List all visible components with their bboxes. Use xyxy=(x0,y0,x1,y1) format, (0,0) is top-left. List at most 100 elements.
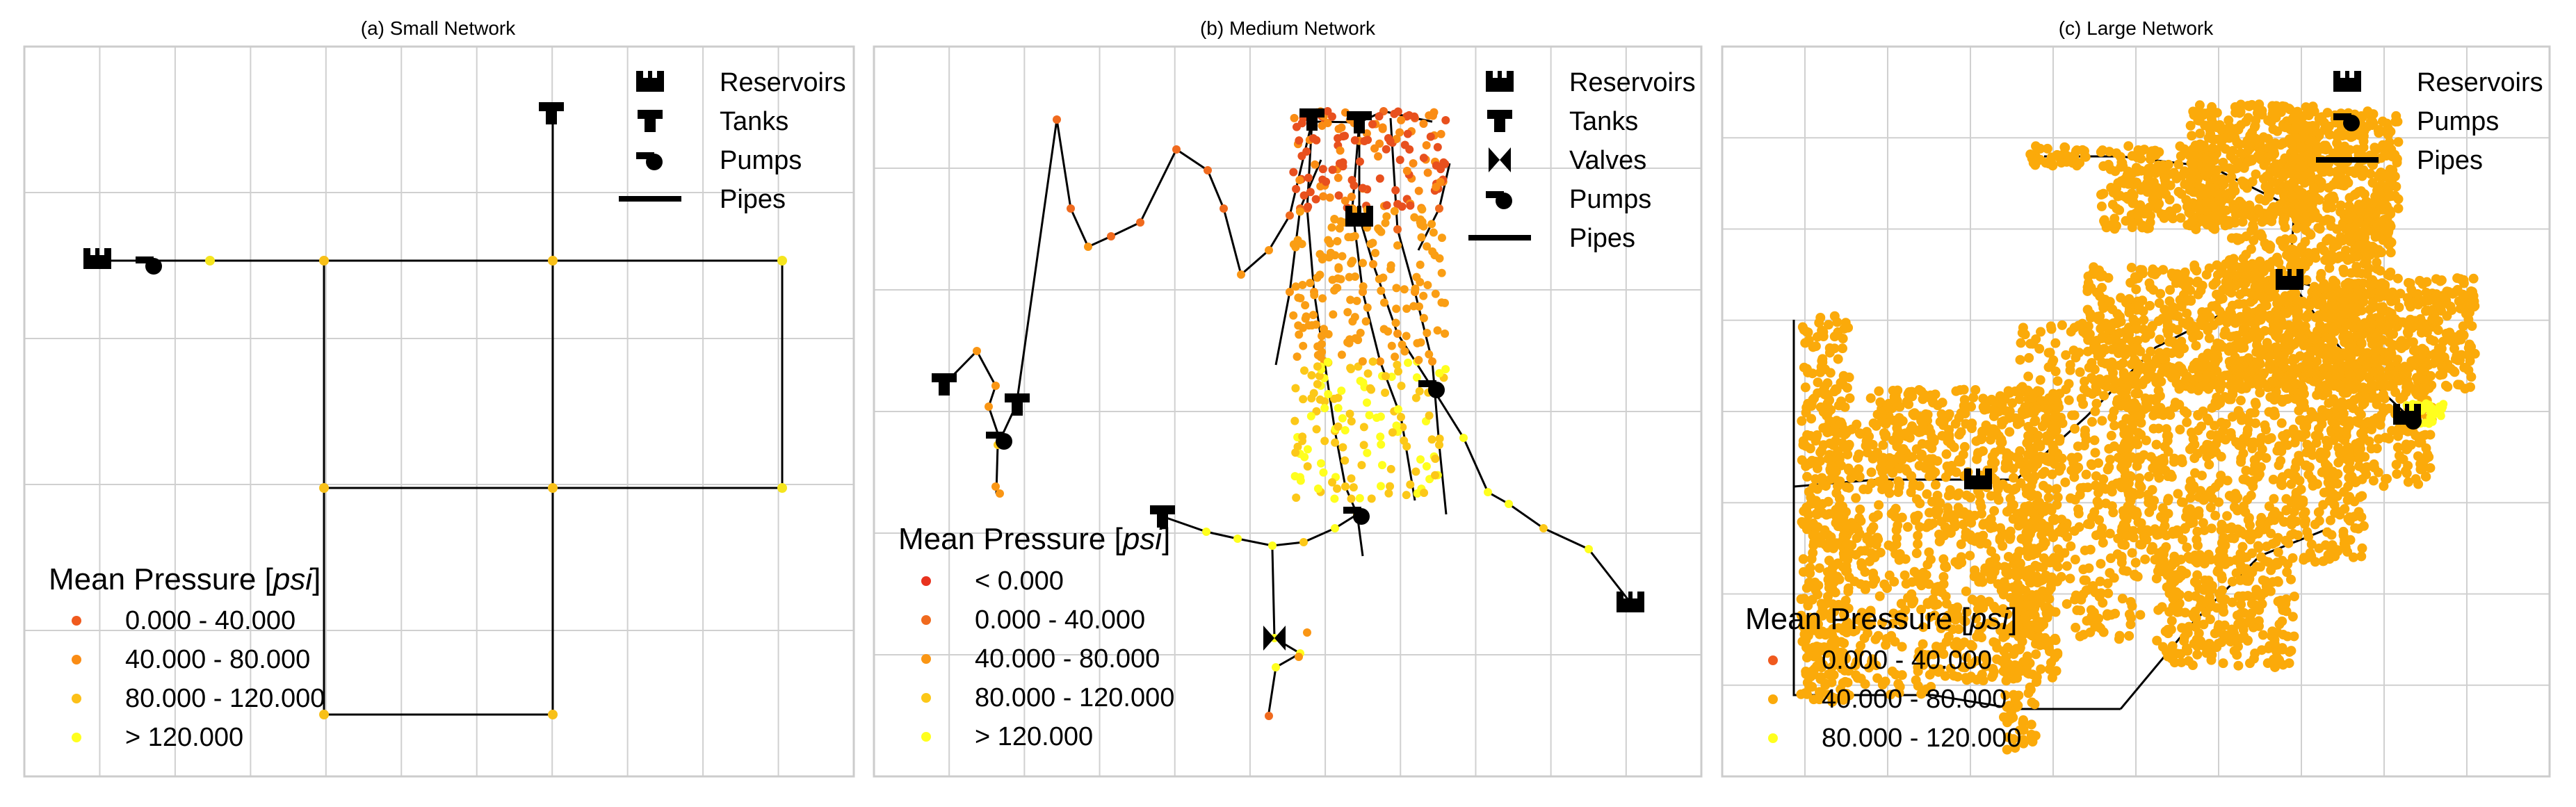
junction-node xyxy=(1943,503,1953,513)
junction-node xyxy=(1813,377,1823,388)
junction-node xyxy=(1400,347,1409,356)
junction-node xyxy=(2194,510,2204,520)
junction-node xyxy=(1412,373,1421,382)
junction-node xyxy=(1811,341,1821,352)
junction-node xyxy=(1834,454,1845,464)
junction-node xyxy=(2181,512,2192,522)
junction-node xyxy=(2128,314,2139,325)
junction-node xyxy=(1930,480,1941,490)
junction-node xyxy=(1900,554,1911,564)
junction-node xyxy=(1850,660,1861,671)
junction-node xyxy=(2229,260,2239,270)
junction-node xyxy=(1839,442,1849,453)
junction-node xyxy=(1306,279,1315,288)
junction-node xyxy=(2294,430,2304,440)
junction-node xyxy=(2272,252,2283,263)
junction-node xyxy=(1414,356,1423,365)
junction-node xyxy=(2201,648,2212,658)
junction-node xyxy=(1433,326,1442,335)
junction-node xyxy=(2319,448,2330,458)
junction-node xyxy=(1387,373,1396,382)
junction-node xyxy=(2192,526,2203,537)
junction-node xyxy=(2240,278,2251,288)
junction-node xyxy=(1323,357,1332,366)
junction-node xyxy=(1441,329,1450,338)
reservoir-icon xyxy=(1617,592,1644,612)
junction-node xyxy=(1409,159,1418,168)
junction-node xyxy=(1826,677,1837,687)
junction-node xyxy=(2202,370,2212,380)
junction-node xyxy=(2286,646,2296,656)
junction-node xyxy=(2264,311,2274,322)
junction-node xyxy=(2098,598,2108,608)
junction-node xyxy=(2127,371,2137,382)
junction-node xyxy=(2190,591,2201,601)
junction-node xyxy=(2175,425,2185,435)
junction-node xyxy=(1821,389,1831,399)
junction-node xyxy=(1311,195,1320,204)
junction-node xyxy=(2065,573,2075,584)
junction-node xyxy=(1978,530,1988,541)
junction-node xyxy=(2097,333,2107,343)
junction-node xyxy=(2274,350,2285,361)
junction-node xyxy=(2317,323,2328,334)
junction-node xyxy=(1839,610,1849,621)
junction-node xyxy=(2003,567,2014,578)
junction-node xyxy=(2294,247,2304,258)
junction-node xyxy=(1484,488,1492,496)
junction-node xyxy=(2052,544,2063,555)
junction-node xyxy=(1355,494,1364,503)
junction-node xyxy=(1824,582,1834,593)
junction-node xyxy=(2238,501,2249,512)
junction-node xyxy=(2054,466,2064,476)
junction-node xyxy=(2158,265,2169,275)
junction-node xyxy=(1320,437,1329,446)
junction-node xyxy=(1347,474,1356,483)
reservoir-icon xyxy=(1345,206,1373,227)
junction-node xyxy=(2308,331,2319,341)
grid xyxy=(24,47,854,776)
junction-node xyxy=(2306,368,2316,378)
junction-node xyxy=(1826,662,1837,672)
junction-node xyxy=(2260,425,2271,435)
junction-node xyxy=(2316,268,2326,279)
junction-node xyxy=(2238,327,2249,337)
junction-node xyxy=(2244,658,2255,669)
junction-node xyxy=(1890,512,1900,522)
junction-node xyxy=(1268,541,1277,550)
pressure-swatch xyxy=(921,693,931,703)
junction-node xyxy=(1291,282,1300,291)
junction-node xyxy=(1936,587,1947,598)
junction-node xyxy=(1821,598,1831,609)
junction-node xyxy=(1410,213,1419,222)
pipe xyxy=(1015,119,1313,405)
junction-node xyxy=(1972,454,1982,464)
legend-label: Reservoirs xyxy=(720,68,846,97)
junction-node xyxy=(2164,406,2174,416)
junction-node xyxy=(2278,605,2288,615)
junction-node xyxy=(1854,464,1864,474)
junction-node xyxy=(2163,494,2173,504)
junction-node xyxy=(1384,327,1393,336)
junction-node xyxy=(1844,465,1854,475)
junction-node xyxy=(2290,354,2300,364)
junction-node xyxy=(2299,555,2309,565)
junction-node xyxy=(2130,569,2140,580)
legend-item: Valves xyxy=(1489,146,1646,175)
junction-node xyxy=(1837,419,1847,430)
tank-icon xyxy=(638,110,663,132)
junction-node xyxy=(1299,191,1309,200)
junction-node xyxy=(1970,384,1981,395)
junction-node xyxy=(2212,430,2222,441)
junction-node xyxy=(2379,481,2389,491)
junction-node xyxy=(2020,628,2030,639)
junction-node xyxy=(1842,555,1853,565)
junction-node xyxy=(2008,473,2018,483)
junction-node xyxy=(2032,522,2043,532)
junction-node xyxy=(1880,432,1890,442)
junction-node xyxy=(2089,435,2100,446)
junction-node xyxy=(2359,398,2370,409)
junction-node xyxy=(2236,457,2246,467)
junction-node xyxy=(2202,307,2212,318)
junction-node xyxy=(2090,587,2100,598)
